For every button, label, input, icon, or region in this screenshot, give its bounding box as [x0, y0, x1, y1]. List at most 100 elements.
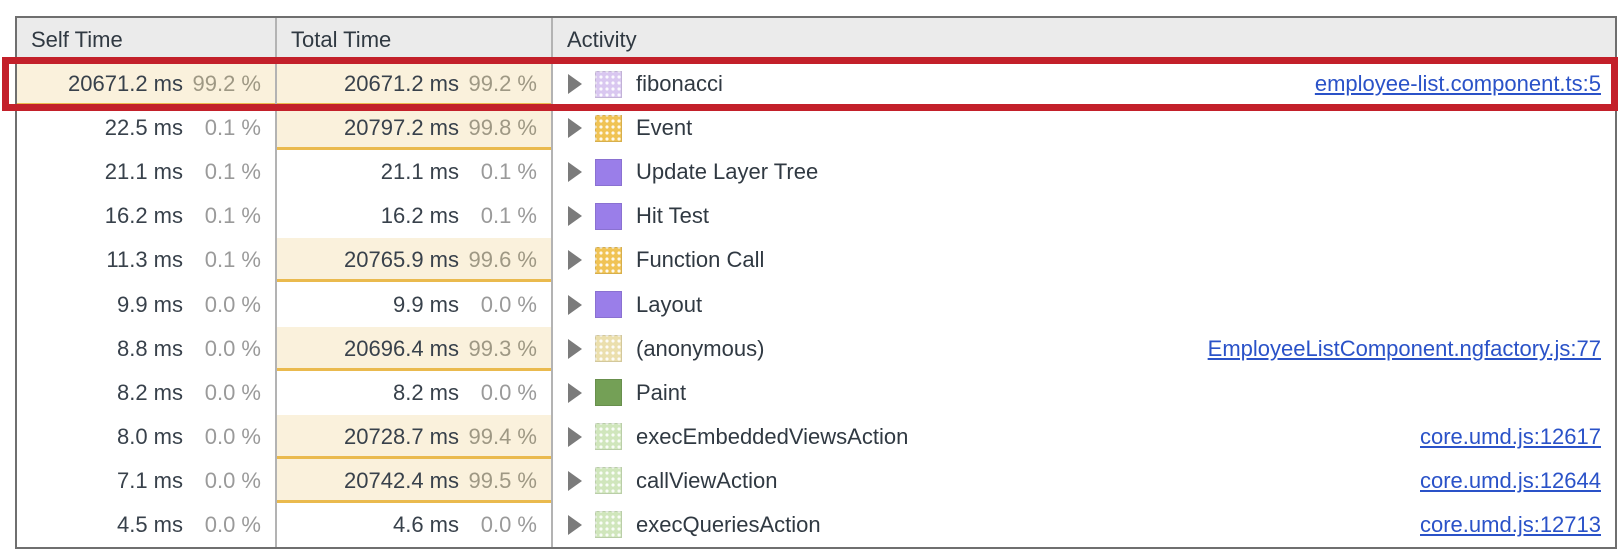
- column-header-self-time[interactable]: Self Time: [17, 18, 277, 61]
- expand-arrow-icon[interactable]: [568, 74, 582, 95]
- column-header-activity[interactable]: Activity: [553, 18, 1615, 61]
- activity-label: Function Call: [636, 247, 765, 273]
- total-time-cell: 16.2 ms 0.1 %: [277, 194, 553, 239]
- activity-cell: Event: [553, 106, 1615, 150]
- table-header: Self Time Total Time Activity: [17, 18, 1615, 62]
- total-time-cell: 20765.9 ms 99.6 %: [277, 238, 553, 283]
- total-time-cell: 4.6 ms 0.0 %: [277, 502, 553, 548]
- self-time-cell: 16.2 ms 0.1 %: [17, 194, 277, 239]
- source-link[interactable]: EmployeeListComponent.ngfactory.js:77: [1207, 335, 1601, 361]
- source-link[interactable]: core.umd.js:12617: [1420, 423, 1601, 449]
- activity-category-icon: [595, 158, 622, 186]
- total-time-value: 9.9 ms: [392, 291, 459, 317]
- table-row[interactable]: 11.3 ms 0.1 % 20765.9 ms 99.6 % Function…: [17, 238, 1615, 283]
- total-time-value: 20797.2 ms: [344, 115, 459, 141]
- total-time-percent: 99.3 %: [468, 335, 538, 361]
- expand-arrow-icon[interactable]: [568, 206, 582, 227]
- activity-label: Paint: [636, 379, 687, 405]
- total-time-percent: 0.0 %: [480, 511, 537, 537]
- table-row[interactable]: 8.2 ms 0.0 % 8.2 ms 0.0 % Paint: [17, 370, 1615, 415]
- self-time-value: 9.9 ms: [116, 291, 183, 317]
- total-time-cell: 20671.2 ms 99.2 %: [277, 62, 553, 107]
- table-row[interactable]: 8.8 ms 0.0 % 20696.4 ms 99.3 % (anonymou…: [17, 326, 1615, 371]
- total-time-percent: 99.6 %: [468, 247, 538, 273]
- total-time-percent: 0.1 %: [480, 203, 537, 229]
- expand-arrow-icon[interactable]: [568, 118, 582, 139]
- self-time-value: 8.2 ms: [116, 379, 183, 405]
- activity-cell: callViewAction core.umd.js:12644: [553, 459, 1615, 503]
- total-time-cell: 20742.4 ms 99.5 %: [277, 458, 553, 503]
- activity-category-icon: [595, 246, 622, 274]
- activity-label: Event: [636, 115, 693, 141]
- table-row[interactable]: 16.2 ms 0.1 % 16.2 ms 0.1 % Hit Test: [17, 194, 1615, 239]
- column-header-label: Total Time: [291, 26, 392, 52]
- self-time-cell: 8.2 ms 0.0 %: [17, 370, 277, 415]
- total-time-value: 20765.9 ms: [344, 247, 459, 273]
- activity-cell: Hit Test: [553, 194, 1615, 238]
- source-link[interactable]: employee-list.component.ts:5: [1314, 71, 1601, 97]
- self-time-percent: 99.2 %: [192, 71, 262, 97]
- total-time-percent: 0.1 %: [480, 159, 537, 185]
- activity-label: Layout: [636, 291, 703, 317]
- activity-cell: Update Layer Tree: [553, 150, 1615, 194]
- activity-category-icon: [595, 70, 622, 98]
- activity-label: (anonymous): [636, 335, 765, 361]
- self-time-value: 8.0 ms: [116, 423, 183, 449]
- table-row[interactable]: 22.5 ms 0.1 % 20797.2 ms 99.8 % Event: [17, 106, 1615, 151]
- total-time-percent: 0.0 %: [480, 379, 537, 405]
- total-time-percent: 99.2 %: [468, 71, 538, 97]
- expand-arrow-icon[interactable]: [568, 514, 582, 535]
- call-tree-table: Self Time Total Time Activity 20671.2 ms…: [15, 16, 1617, 549]
- table-row[interactable]: 7.1 ms 0.0 % 20742.4 ms 99.5 % callViewA…: [17, 458, 1615, 503]
- activity-category-icon: [595, 379, 622, 407]
- expand-arrow-icon[interactable]: [568, 250, 582, 271]
- self-time-value: 8.8 ms: [116, 335, 183, 361]
- activity-label: Hit Test: [636, 203, 709, 229]
- table-row[interactable]: 20671.2 ms 99.2 % 20671.2 ms 99.2 % fibo…: [17, 62, 1615, 107]
- table-row[interactable]: 21.1 ms 0.1 % 21.1 ms 0.1 % Update Layer…: [17, 150, 1615, 195]
- table-row[interactable]: 9.9 ms 0.0 % 9.9 ms 0.0 % Layout: [17, 282, 1615, 327]
- total-time-percent: 99.5 %: [468, 467, 538, 493]
- self-time-value: 7.1 ms: [116, 467, 183, 493]
- source-link[interactable]: core.umd.js:12713: [1420, 511, 1601, 537]
- activity-cell: fibonacci employee-list.component.ts:5: [553, 62, 1615, 106]
- self-time-cell: 8.0 ms 0.0 %: [17, 414, 277, 459]
- activity-cell: execQueriesAction core.umd.js:12713: [553, 503, 1615, 547]
- activity-label: execQueriesAction: [636, 511, 821, 537]
- total-time-value: 20696.4 ms: [344, 335, 459, 361]
- total-time-percent: 99.4 %: [468, 423, 538, 449]
- total-time-cell: 8.2 ms 0.0 %: [277, 370, 553, 415]
- total-time-value: 8.2 ms: [392, 379, 459, 405]
- activity-label: fibonacci: [636, 71, 723, 97]
- self-time-percent: 0.1 %: [204, 115, 261, 141]
- column-header-total-time[interactable]: Total Time: [277, 18, 553, 61]
- total-time-value: 20728.7 ms: [344, 423, 459, 449]
- table-row[interactable]: 4.5 ms 0.0 % 4.6 ms 0.0 % execQueriesAct…: [17, 502, 1615, 548]
- column-header-label: Self Time: [31, 26, 123, 52]
- activity-label: execEmbeddedViewsAction: [636, 423, 909, 449]
- self-time-value: 16.2 ms: [104, 203, 183, 229]
- expand-arrow-icon[interactable]: [568, 162, 582, 183]
- activity-category-icon: [595, 335, 622, 363]
- activity-category-icon: [595, 467, 622, 495]
- self-time-percent: 0.0 %: [204, 511, 261, 537]
- table-row[interactable]: 8.0 ms 0.0 % 20728.7 ms 99.4 % execEmbed…: [17, 414, 1615, 459]
- self-time-cell: 7.1 ms 0.0 %: [17, 458, 277, 503]
- self-time-percent: 0.0 %: [204, 423, 261, 449]
- self-time-cell: 21.1 ms 0.1 %: [17, 150, 277, 195]
- self-time-cell: 11.3 ms 0.1 %: [17, 238, 277, 283]
- expand-arrow-icon[interactable]: [568, 294, 582, 315]
- total-time-cell: 20696.4 ms 99.3 %: [277, 326, 553, 371]
- expand-arrow-icon[interactable]: [568, 470, 582, 491]
- source-link[interactable]: core.umd.js:12644: [1420, 467, 1601, 493]
- expand-arrow-icon[interactable]: [568, 338, 582, 359]
- expand-arrow-icon[interactable]: [568, 426, 582, 447]
- self-time-cell: 4.5 ms 0.0 %: [17, 502, 277, 548]
- self-time-value: 22.5 ms: [104, 115, 183, 141]
- activity-category-icon: [595, 511, 622, 539]
- activity-cell: Paint: [553, 371, 1615, 415]
- total-time-value: 20671.2 ms: [344, 71, 459, 97]
- self-time-cell: 8.8 ms 0.0 %: [17, 326, 277, 371]
- expand-arrow-icon[interactable]: [568, 382, 582, 403]
- self-time-percent: 0.1 %: [204, 203, 261, 229]
